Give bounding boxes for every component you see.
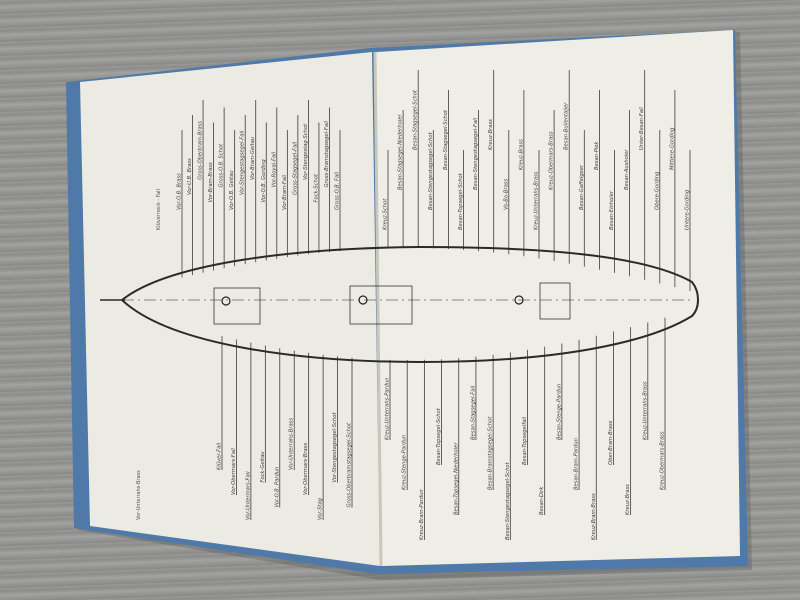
rigging-label: Besan-Stenge-Pardun	[556, 384, 562, 440]
rigging-label: Gross-Oberbramstagsegel-Schot	[347, 422, 353, 507]
rigging-label: Vor-O.B. Brass	[177, 173, 183, 210]
fore-pinrail	[213, 287, 261, 325]
rigging-label: Besan-Bullentaljer	[564, 102, 570, 150]
left-caption-bottom: Vor-Unterrahs-Brass	[136, 470, 142, 520]
rigging-label: Vor-Obermars-Brass	[303, 443, 309, 495]
rigging-label: Kreuz-Obermars-Brass	[549, 131, 555, 190]
rigging-label: Besan-Gaffelgeer	[579, 164, 585, 210]
rigging-label: Gross-Stagsegel-Fall	[292, 141, 298, 195]
mainmast-icon	[358, 295, 368, 305]
rigging-label: Besan-Stengestagsegel-Schot	[505, 461, 511, 540]
rigging-label: Fock-Geitau	[260, 451, 266, 483]
rigging-label: Vor-Stengestag-Schot	[303, 123, 309, 180]
rigging-label: Besan-Stagsegel-Schot	[413, 89, 419, 150]
rigging-label: Besan-Einholer	[609, 190, 615, 230]
rigging-label: Vor-Untermars-Fall	[245, 471, 251, 520]
rigging-label: Untere-Gording	[685, 189, 691, 230]
rigging-label: Besan-Topsegel-Schot	[436, 407, 442, 465]
rigging-label: Gross-Bramstagsegel-Fall	[324, 120, 330, 187]
rigging-label: Gross-Oberbram-Brass	[198, 121, 204, 180]
rigging-label: Kreuz-Unterrahs-Pardun	[385, 377, 391, 440]
rigging-label: Vor-Obermars-Fall	[231, 448, 237, 495]
rigging-label: Vor-Stag	[318, 497, 324, 520]
rigging-label: Ober-Bram-Brass	[608, 420, 614, 465]
rigging-label: Fock-Schot	[313, 173, 319, 202]
rigging-label: Besan-Stagsegel-Fall	[470, 385, 476, 440]
left-caption-top: Klüvernock - Fall	[156, 189, 162, 230]
right-page	[376, 30, 740, 566]
rigging-label: Kreuz-Brass	[518, 139, 524, 170]
rigging-label: Vor-Bram-Brass	[208, 162, 214, 203]
rigging-label: Vor-Bram-Fall	[282, 174, 288, 210]
rigging-label: Kreuz-Unterrahs-Brass	[642, 381, 648, 440]
rigging-label: Kreuz-Bram-Pardun	[419, 489, 425, 540]
rigging-label: Vo-Bo-Brass	[503, 179, 509, 210]
rigging-label: Kreuz-Unterrahs-Brass	[534, 171, 540, 230]
rigging-label: Vor-O.B. Gording	[261, 159, 267, 203]
rigging-label: Gross-O.B. Fall	[335, 171, 341, 210]
rigging-label: Besan-Stengestagsegel-Schot	[428, 131, 434, 210]
left-page	[80, 52, 380, 566]
rigging-label: Kreuz-Schot	[383, 198, 389, 230]
rigging-label: Obere-Gording	[654, 171, 660, 210]
rigging-label: Besan-Bramstagsegel-Schot	[488, 416, 494, 490]
rigging-label: Besan-Ausholer	[624, 149, 630, 190]
deckhouse	[539, 282, 571, 320]
rigging-label: Besan-Bram-Pardun	[574, 438, 580, 490]
rigging-label: Besan-Stengestagsegel-Fall	[473, 117, 479, 190]
spine-fold	[373, 51, 383, 567]
rigging-label: Gross-O.B. Schot	[219, 143, 225, 188]
ship-hull-outline	[120, 245, 699, 364]
rigging-label: Vor-Stengestagsegel-Fall	[240, 130, 246, 195]
rigging-label: Kreuz-Brass	[625, 484, 631, 515]
rigging-label: Besan-Topsegel-Niederholer	[453, 442, 459, 515]
foremast-icon	[221, 296, 231, 306]
rigging-label: Besan-Topsegel-Schot	[458, 172, 464, 230]
rigging-label: Vor-U.B. Brass	[187, 158, 193, 195]
rigging-label: Vor-O.B. Pardun	[274, 467, 280, 508]
rigging-label: Vor-Stengestagsegel-Schot	[332, 412, 338, 483]
rigging-label: Besan-Piek	[594, 140, 600, 170]
mizzenmast-icon	[514, 295, 524, 305]
rigging-label: Vor-Unterrahs-Brass	[289, 418, 295, 470]
rigging-label: Mittlere-Gording	[669, 127, 675, 170]
rigging-label: Besan-Stagsegel-Niederholer	[398, 113, 404, 190]
rigging-label: Unter-Besan-Fall	[639, 107, 645, 150]
rigging-label: Vor-O.B. Geitau	[229, 170, 235, 210]
rigging-label: Besan-Dirk	[539, 486, 545, 515]
rigging-label: Besan-Topsegelfall	[522, 416, 528, 465]
rigging-label: Kreuz-Obermars-Brass	[660, 431, 666, 490]
rigging-label: Kreuz-Brass	[488, 119, 494, 150]
rigging-label: Besan-Stagsegel-Schot	[443, 109, 449, 170]
main-pinrail	[349, 285, 413, 325]
rigging-label: Kreuz-Stenge-Pardun	[402, 435, 408, 490]
rigging-label: Klüver-Fall	[217, 442, 223, 470]
rigging-label: Vor-Royal-Fall	[271, 151, 277, 187]
rigging-label: Vor-Bram-Geitau	[250, 136, 256, 180]
rigging-label: Kreuz-Bram-Brass	[591, 493, 597, 540]
